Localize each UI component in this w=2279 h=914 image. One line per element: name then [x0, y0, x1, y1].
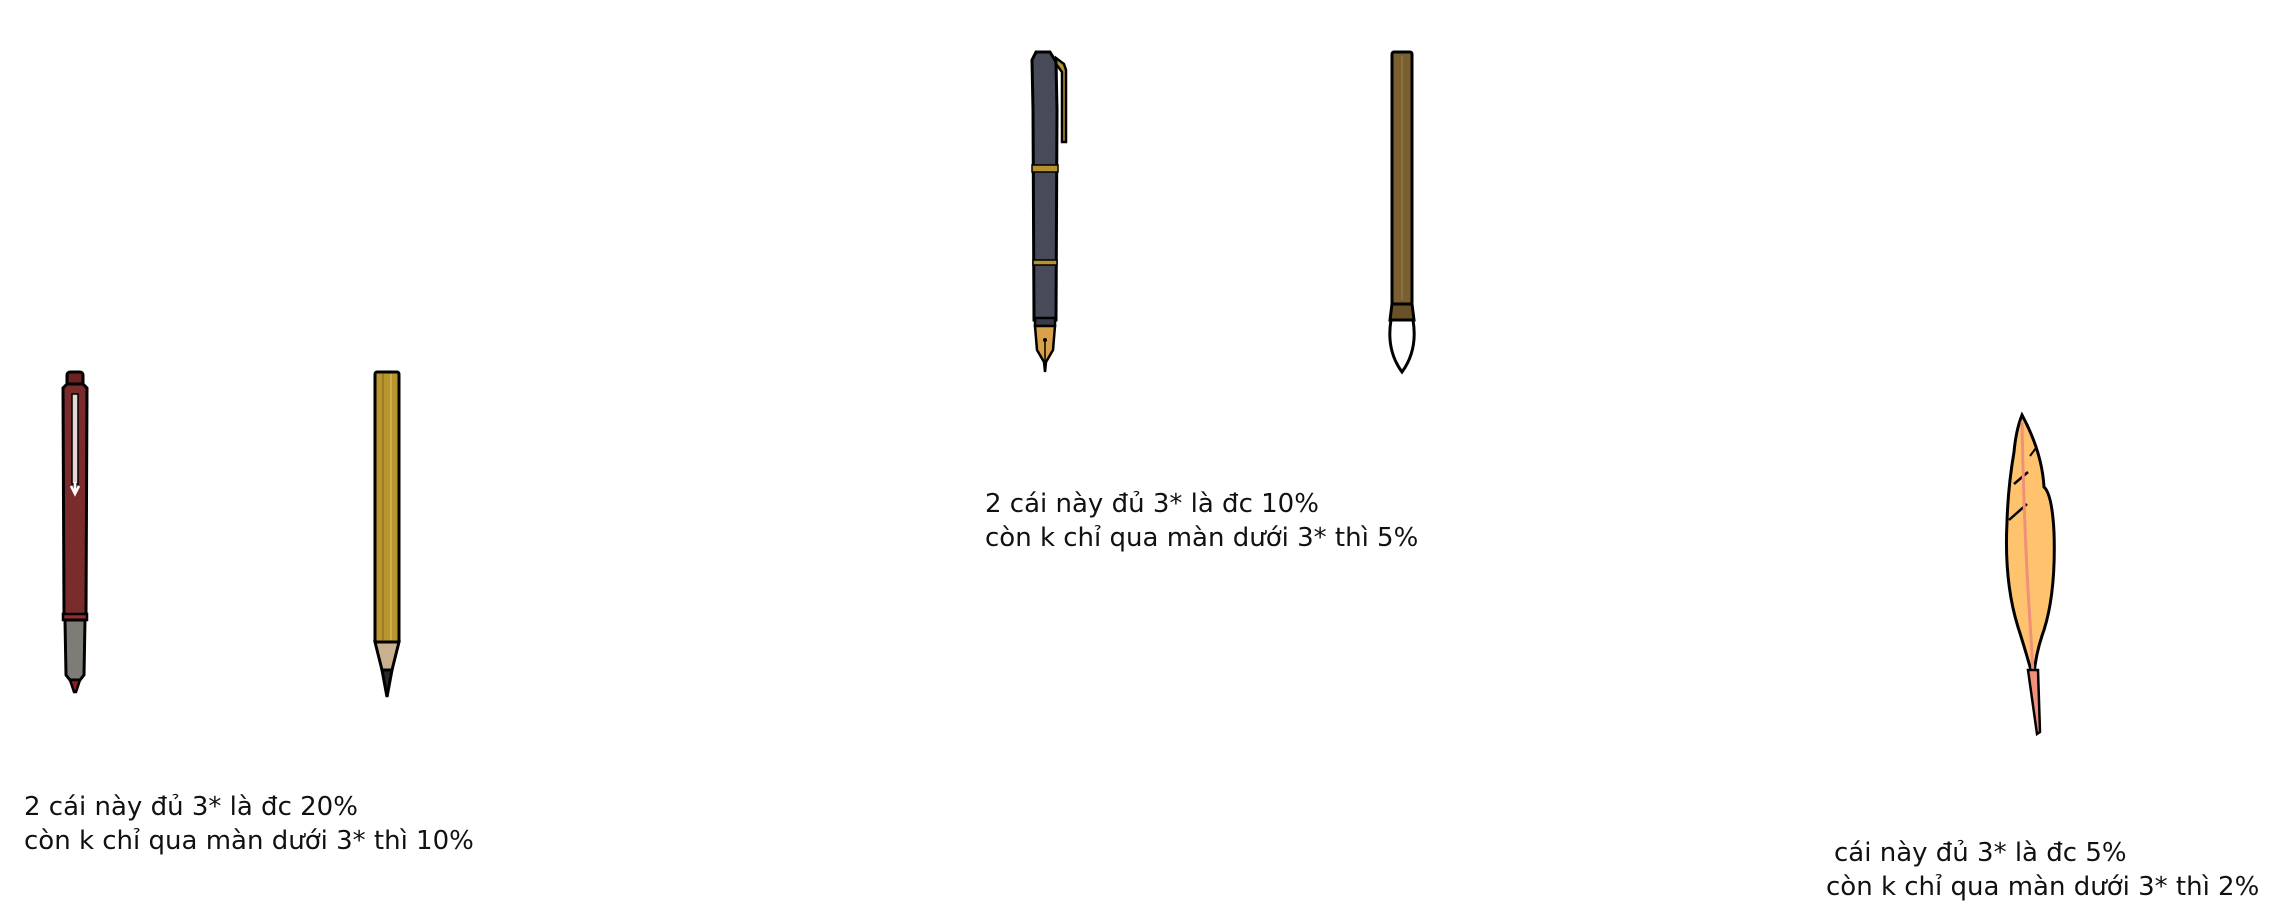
caption-line-2: còn k chỉ qua màn dưới 3* thì 2% — [1826, 872, 2260, 902]
pencil-icon — [369, 370, 405, 700]
feather-quill-icon — [1994, 411, 2074, 737]
caption-line-2: còn k chỉ qua màn dưới 3* thì 10% — [24, 826, 474, 856]
paintbrush-icon — [1382, 50, 1422, 375]
caption-group-3: cái này đủ 3* là đc 5% còn k chỉ qua màn… — [1826, 836, 2259, 904]
caption-line-1: cái này đủ 3* là đc 5% — [1834, 838, 2127, 868]
caption-line-1: 2 cái này đủ 3* là đc 10% — [985, 489, 1319, 519]
ballpoint-pen-icon — [55, 370, 95, 695]
caption-group-1: 2 cái này đủ 3* là đc 20% còn k chỉ qua … — [24, 790, 474, 858]
caption-line-2: còn k chỉ qua màn dưới 3* thì 5% — [985, 523, 1419, 553]
fountain-pen-icon — [1020, 50, 1082, 375]
caption-group-2: 2 cái này đủ 3* là đc 10% còn k chỉ qua … — [985, 487, 1418, 555]
caption-line-1: 2 cái này đủ 3* là đc 20% — [24, 792, 358, 822]
